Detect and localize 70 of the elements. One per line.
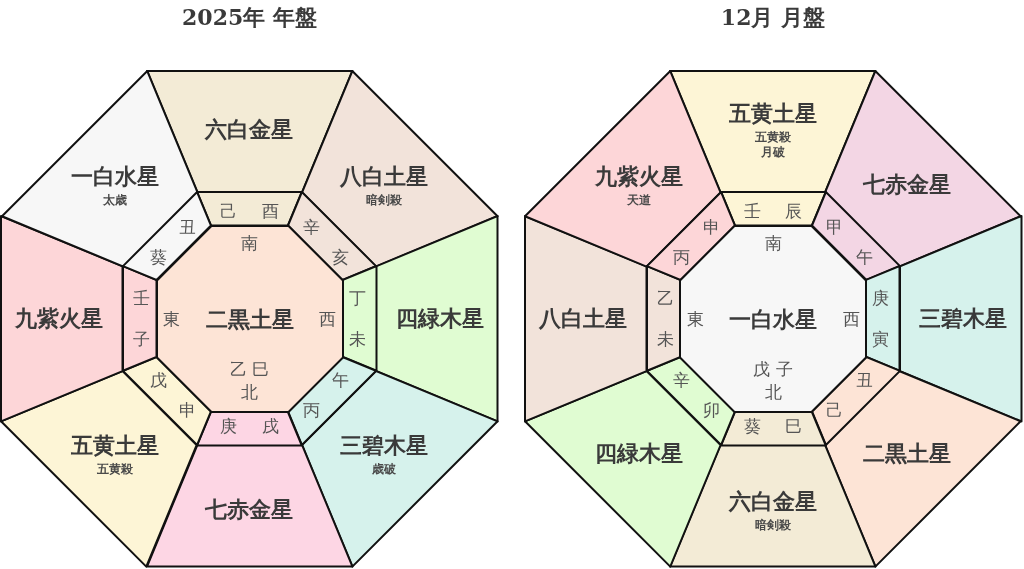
stem-character: 乙: [656, 288, 674, 307]
stem-character: 戊: [149, 370, 167, 390]
direction-label: 東: [686, 309, 704, 328]
stem-character: 戌: [261, 417, 279, 436]
star-name: 九紫火星: [15, 306, 104, 331]
note-text: 天道: [626, 194, 651, 208]
stem-characters: 戊 子: [753, 359, 793, 378]
direction-label: 西: [319, 309, 336, 328]
star-name: 一白水星: [729, 306, 817, 331]
star-name: 一白水星: [71, 164, 160, 189]
star-name: 二黒土星: [863, 440, 952, 465]
stem-character: 子: [133, 330, 150, 349]
star-name: 五黄土星: [729, 100, 817, 125]
stem-character: 辰: [785, 201, 803, 220]
star-name: 四緑木星: [395, 306, 484, 331]
star-name: 五黄土星: [71, 432, 160, 457]
direction-label: 南: [241, 233, 258, 252]
note-text: 暗剣殺: [755, 518, 791, 533]
note-text: 暗剣殺: [365, 194, 402, 208]
star-name: 八白土星: [539, 306, 627, 331]
star-name: 九紫火星: [594, 164, 683, 189]
star-name: 六白金星: [205, 116, 294, 141]
star-name: 八白土星: [339, 164, 428, 189]
stem-character: 壬: [133, 288, 150, 307]
star-name: 二黒土星: [205, 306, 294, 331]
stem-character: 甲: [826, 217, 843, 237]
stem-character: 午: [332, 370, 350, 390]
stem-character: 未: [656, 330, 674, 349]
chart-title: 12月 月盤: [720, 3, 826, 32]
note-text: 太歳: [103, 194, 128, 208]
stem-character: 申: [703, 217, 720, 237]
stem-character: 丁: [348, 288, 366, 307]
star-name: 七赤金星: [205, 496, 294, 521]
note-text: 五黄殺: [97, 463, 134, 477]
stem-character: 午: [855, 247, 873, 267]
direction-label: 西: [842, 309, 860, 328]
direction-label: 東: [163, 309, 180, 328]
star-name: 七赤金星: [863, 172, 952, 197]
direction-label: 南: [764, 233, 782, 252]
stem-character: 丙: [673, 247, 691, 267]
note-text: 歳破: [371, 463, 396, 477]
note-text: 五黄殺: [755, 130, 791, 145]
stem-character: 壬: [743, 201, 761, 220]
star-name: 三碧木星: [919, 306, 1007, 331]
star-name: 三碧木星: [339, 432, 428, 457]
stem-character: 庚: [872, 288, 890, 307]
stem-character: 丑: [179, 217, 197, 237]
stem-character: 酉: [261, 201, 279, 220]
stem-character: 丑: [855, 370, 873, 390]
direction-label: 北: [764, 382, 782, 401]
stem-character: 巳: [785, 417, 803, 436]
note-text: 月破: [761, 145, 785, 160]
direction-label: 北: [241, 382, 258, 401]
stem-character: 未: [348, 330, 366, 349]
stem-character: 亥: [332, 247, 350, 267]
stem-character: 卯: [703, 400, 720, 420]
star-name: 六白金星: [729, 488, 817, 513]
stem-characters: 乙 巳: [229, 359, 270, 378]
stem-character: 葵: [149, 247, 167, 267]
stem-character: 辛: [673, 370, 691, 390]
stem-character: 葵: [743, 417, 761, 436]
stem-character: 己: [220, 201, 237, 220]
stem-character: 己: [826, 400, 843, 420]
stem-character: 申: [179, 400, 197, 420]
stem-character: 丙: [302, 400, 320, 420]
chart-title: 2025年 年盤: [182, 3, 317, 32]
star-name: 四緑木星: [594, 440, 683, 465]
stem-character: 寅: [872, 330, 890, 349]
stem-character: 庚: [220, 417, 237, 436]
stem-character: 辛: [302, 217, 320, 237]
